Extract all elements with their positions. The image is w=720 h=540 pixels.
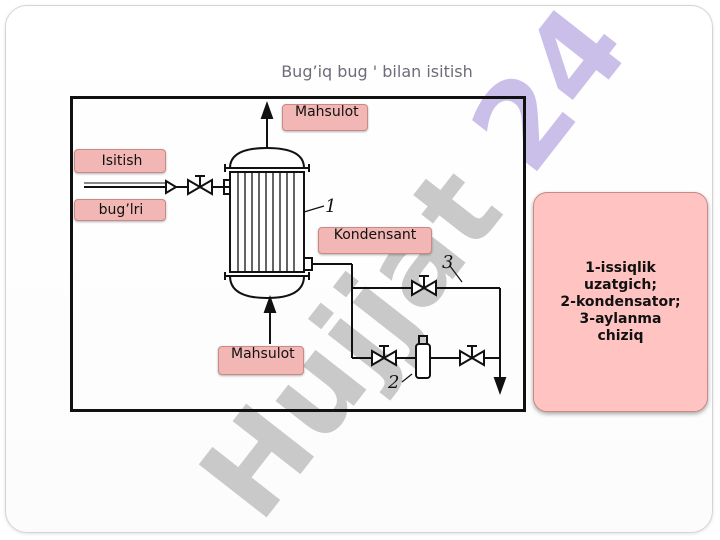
legend-line-1: 1-issiqlik <box>585 259 656 276</box>
diagram-frame <box>70 96 526 412</box>
check-valve-icon <box>165 179 178 195</box>
mark-2: 2 <box>387 372 399 393</box>
exchanger-tubes <box>237 172 295 272</box>
mark-1: 1 <box>325 196 336 217</box>
label-condensate: Kondensant <box>318 227 432 254</box>
exchanger-shell <box>229 171 305 273</box>
legend-line-4: 3-aylanma <box>579 310 662 327</box>
legend-line-3: 2-kondensator; <box>560 293 681 310</box>
label-product-bottom: Mahsulot <box>218 346 304 375</box>
condensate-trap-icon <box>415 335 431 379</box>
mark-3: 3 <box>442 252 453 273</box>
bottom-inlet-arrow <box>263 295 277 313</box>
label-heating-steam-1: Isitish <box>74 149 166 173</box>
page-title: Bug’iq bug ' bilan isitish <box>281 62 473 81</box>
legend-line-5: chiziq <box>597 327 644 344</box>
drain-arrow <box>493 377 507 395</box>
label-heating-steam-2: bug’lri <box>74 199 166 221</box>
label-product-top: Mahsulot <box>282 104 368 131</box>
exchanger-bottom-head <box>229 275 305 300</box>
bypass-valve-icon <box>411 275 437 297</box>
exchanger-top-head <box>229 146 305 169</box>
trap-inlet-valve-icon <box>371 345 397 367</box>
legend-box: 1-issiqlik uzatgich; 2-kondensator; 3-ay… <box>533 192 708 412</box>
top-outlet-arrow <box>260 101 274 119</box>
steam-valve-icon <box>187 175 213 196</box>
trap-outlet-valve-icon <box>459 345 485 367</box>
legend-line-2: uzatgich; <box>584 276 657 293</box>
heat-exchanger-diagram: 1 2 3 <box>84 101 507 395</box>
